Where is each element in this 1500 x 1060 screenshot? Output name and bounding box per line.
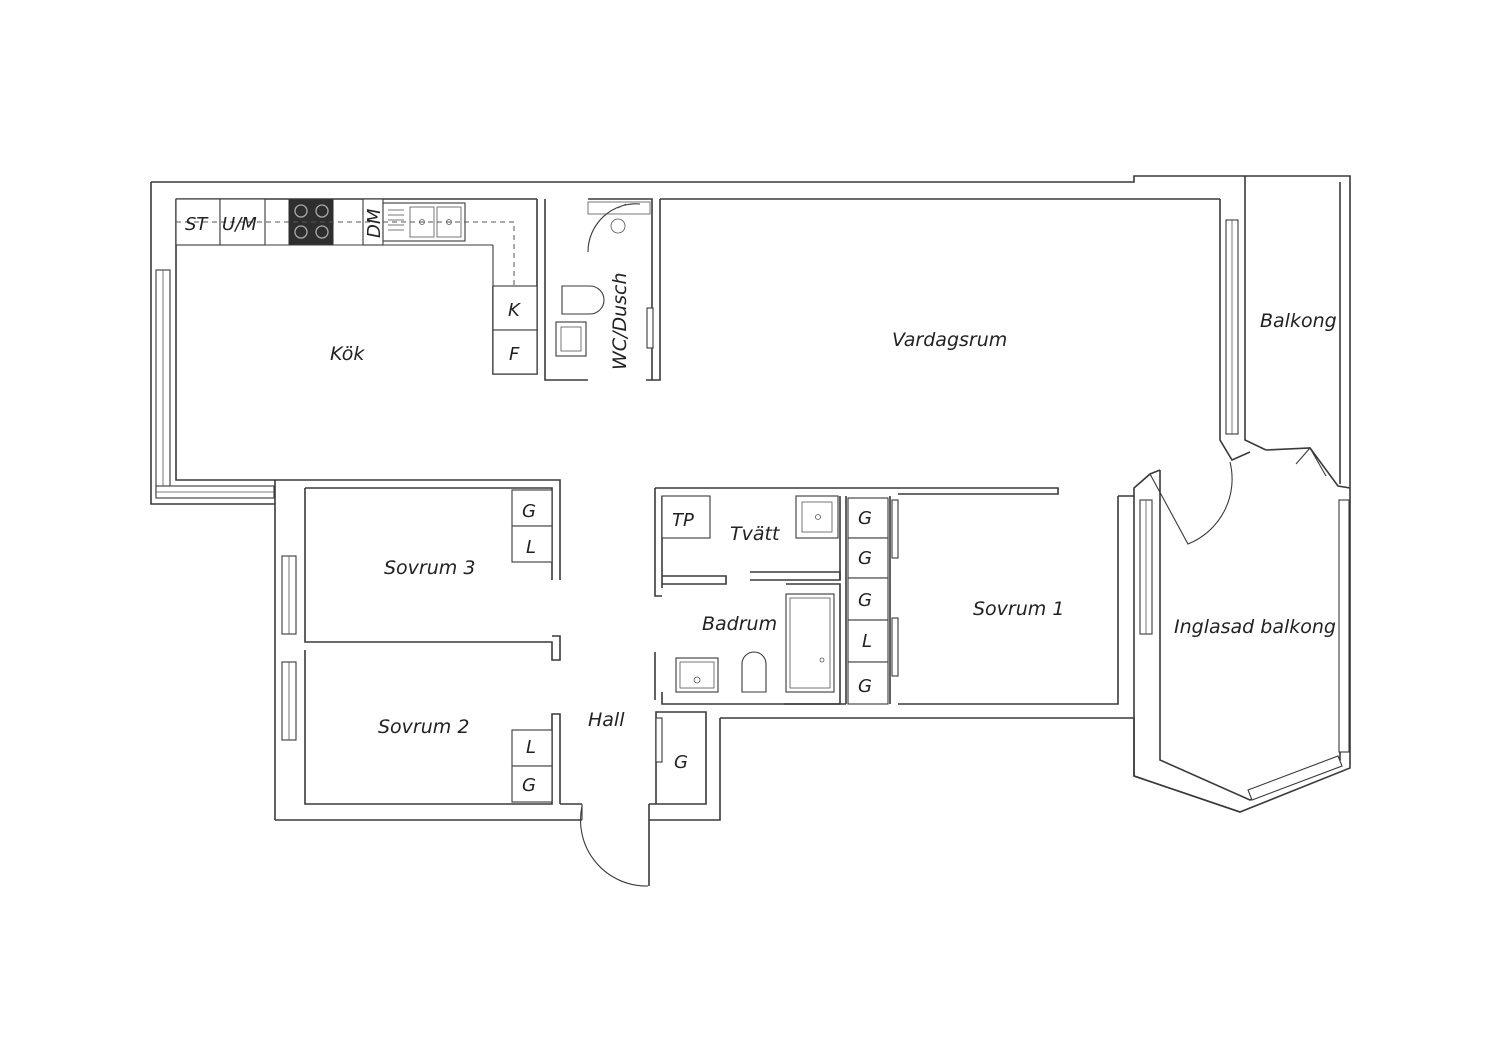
room-label-kok: Kök <box>330 343 365 365</box>
room-label-wc-dusch: WC/Dusch <box>609 272 631 370</box>
mark-sovrum1-g4: G <box>858 676 872 697</box>
mark-f: F <box>509 344 520 365</box>
bathroom-fixtures <box>555 201 654 357</box>
mark-k: K <box>508 300 521 321</box>
balcony-door-swing <box>1149 461 1233 545</box>
room-label-sovrum3: Sovrum 3 <box>384 557 475 579</box>
room-label-balkong: Balkong <box>1260 310 1337 332</box>
mark-sovrum2-g: G <box>522 775 536 796</box>
kitchen-fixtures <box>175 198 538 375</box>
mark-sovrum1-g3: G <box>858 590 872 611</box>
room-label-badrum: Badrum <box>702 613 777 635</box>
mark-sovrum2-l: L <box>526 737 536 758</box>
mark-sovrum1-l: L <box>862 631 872 652</box>
mark-um: U/M <box>222 214 257 235</box>
wardrobes <box>511 489 899 803</box>
mark-sovrum3-l: L <box>526 537 536 558</box>
shower-screen <box>587 203 641 253</box>
room-label-tvatt: Tvätt <box>730 523 781 545</box>
mark-sovrum3-g: G <box>522 501 536 522</box>
room-labels: Kök WC/Dusch Vardagsrum Balkong Inglasad… <box>330 272 1337 738</box>
glazed-balcony-window-right <box>1338 499 1350 753</box>
bath-toilet-icon <box>741 651 767 693</box>
entrance-door-swing <box>579 804 649 887</box>
bath-sink-icon <box>675 657 719 693</box>
mark-hall-g: G <box>674 752 688 773</box>
mark-sovrum1-g1: G <box>858 508 872 529</box>
toilet-icon <box>561 285 605 315</box>
mark-tp: TP <box>672 510 694 531</box>
mark-dm: DM <box>364 208 385 238</box>
shower-head-icon <box>587 201 651 215</box>
laundry-fixtures <box>661 495 839 693</box>
room-label-sovrum1: Sovrum 1 <box>973 598 1064 620</box>
fixture-marks: ST U/M DM K F G L L G G G G G L G TP <box>185 208 872 796</box>
mark-sovrum1-g2: G <box>858 548 872 569</box>
balcony-door-leaf <box>1295 447 1327 477</box>
windows <box>155 219 1350 801</box>
doors <box>579 203 1327 887</box>
room-label-vardagsrum: Vardagsrum <box>892 329 1007 351</box>
mark-st: ST <box>185 214 209 235</box>
room-label-hall: Hall <box>588 709 625 731</box>
bathtub-icon <box>785 593 835 693</box>
room-label-inglasad-balkong: Inglasad balkong <box>1174 616 1336 638</box>
room-label-sovrum2: Sovrum 2 <box>378 716 469 738</box>
laundry-sink-icon <box>795 495 839 539</box>
glazed-balcony-window-bottom <box>1247 755 1343 801</box>
